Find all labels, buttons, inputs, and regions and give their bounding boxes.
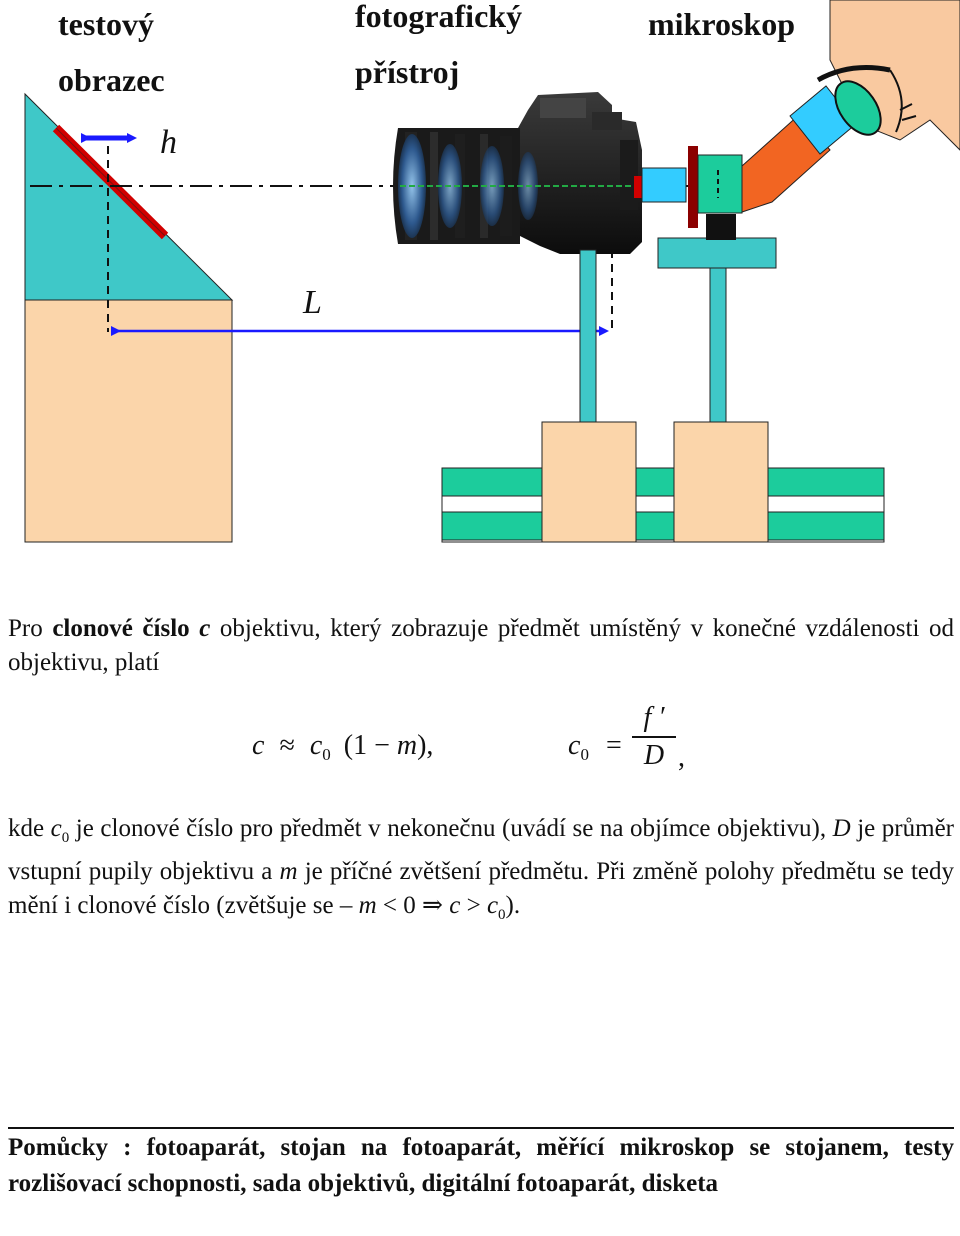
fraction-bar bbox=[632, 736, 676, 738]
symbol-c0: c bbox=[50, 815, 62, 842]
test-stand-base bbox=[24, 299, 233, 543]
eq2-equals: = bbox=[605, 730, 622, 761]
eq2-sub0: 0 bbox=[580, 745, 589, 764]
camera-sensor bbox=[634, 176, 642, 198]
equation-c0-def: c0 = bbox=[568, 730, 622, 764]
paragraph-explanation: kde c0 je clonové číslo pro předmět v ne… bbox=[8, 812, 954, 932]
label-microscope: mikroskop bbox=[648, 6, 796, 42]
eq-sub0: 0 bbox=[322, 745, 331, 764]
fraction-denominator: D bbox=[643, 740, 665, 771]
text: je clonové číslo pro předmět v nekonečnu… bbox=[69, 815, 833, 842]
label-test-pattern-1: testový bbox=[58, 6, 154, 42]
text: < 0 ⇒ bbox=[376, 892, 450, 919]
equation2-comma: , bbox=[678, 742, 685, 773]
paragraph-intro: Pro clonové číslo c objektivu, který zob… bbox=[8, 612, 954, 680]
eq-m: m bbox=[396, 730, 418, 761]
sub-zero: 0 bbox=[498, 907, 506, 923]
footer-equipment: Pomůcky : fotoaparát, stojan na fotoapar… bbox=[8, 1134, 954, 1197]
label-L: L bbox=[303, 284, 322, 321]
footer-rule bbox=[8, 1127, 954, 1129]
eq-paren-open: (1 − bbox=[343, 730, 397, 761]
label-h: h bbox=[160, 124, 177, 161]
label-test-pattern-2: obrazec bbox=[58, 62, 165, 98]
eq-approx: ≈ bbox=[279, 730, 295, 761]
label-camera-2: přístroj bbox=[355, 54, 460, 90]
symbol-c: c bbox=[199, 615, 211, 642]
text: je příčné zvětšení předmětu. Při změně p… bbox=[8, 858, 954, 919]
diagram-svg bbox=[24, 0, 960, 543]
symbol-c0: c bbox=[486, 892, 499, 919]
optical-rail bbox=[441, 421, 885, 543]
eq-paren-close: ), bbox=[417, 730, 434, 761]
symbol-D: D bbox=[832, 815, 851, 842]
label-camera-1: fotografický bbox=[355, 0, 523, 34]
fraction-numerator: f ′ bbox=[643, 702, 665, 733]
eq-c0: c bbox=[309, 730, 323, 761]
observer-eye bbox=[816, 0, 960, 151]
camera bbox=[393, 92, 642, 254]
fraction-f-over-D: f ′ D bbox=[632, 704, 676, 770]
symbol-m: m bbox=[279, 858, 298, 885]
text: > bbox=[460, 892, 487, 919]
camera-stand-column bbox=[579, 249, 597, 427]
eq2-c0: c bbox=[568, 730, 581, 761]
text: objektivu, který zobrazuje předmět umíst… bbox=[8, 615, 954, 676]
term-f-number: clonové číslo bbox=[52, 615, 200, 642]
text: kde bbox=[8, 815, 51, 842]
optical-bench-diagram: testový obrazec fotografický přístroj mi… bbox=[0, 0, 960, 560]
text: ). bbox=[505, 892, 521, 919]
text: Pro bbox=[8, 615, 53, 642]
sub-zero: 0 bbox=[61, 830, 70, 846]
text: je průměr vstupní pupily objektivu a bbox=[8, 815, 954, 885]
symbol-c: c bbox=[449, 892, 461, 919]
symbol-m: m bbox=[358, 892, 377, 919]
microscope bbox=[641, 85, 857, 427]
eq-c: c bbox=[252, 730, 265, 761]
equation-c-approx: c ≈ c0 (1 − m), bbox=[252, 730, 434, 764]
